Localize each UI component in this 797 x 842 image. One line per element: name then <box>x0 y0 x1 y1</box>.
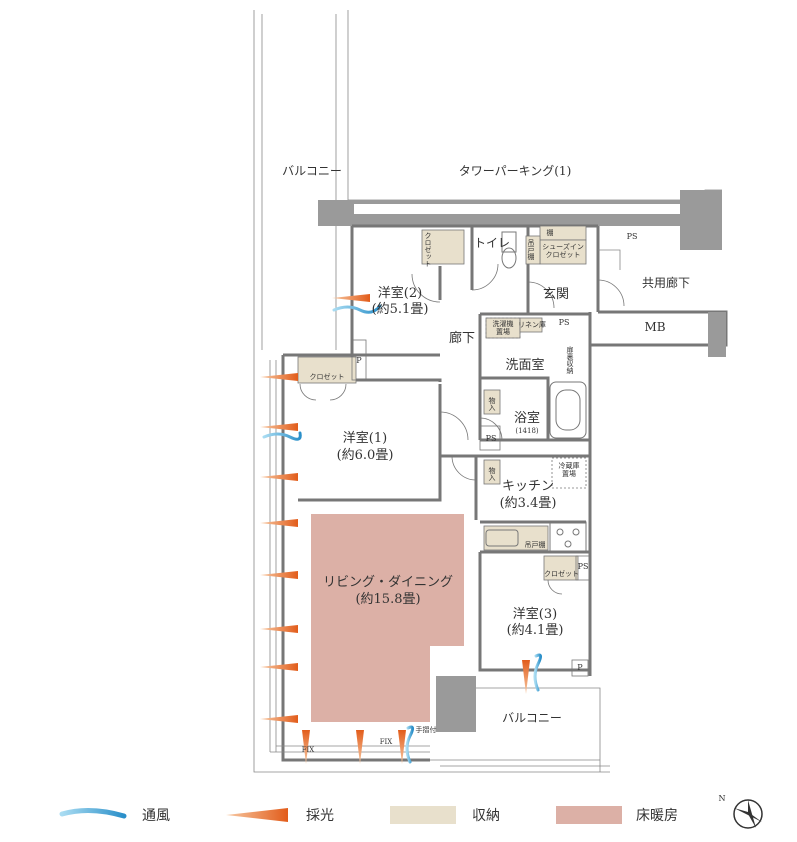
doors <box>299 263 625 595</box>
bath-label: 浴室 <box>513 411 540 426</box>
kitchen-sink <box>485 529 519 547</box>
legend-storage-label: 収納 <box>472 808 500 824</box>
ps3-label: PS <box>485 434 497 443</box>
legend-swatches <box>59 806 622 824</box>
storage2-label: 物入 <box>488 467 496 481</box>
fridge-space <box>551 457 587 489</box>
site-outline <box>253 10 610 773</box>
living-name: リビング・ダイニング <box>322 575 453 590</box>
legend-light-label: 採光 <box>306 808 334 824</box>
washer-label: 洗濯機 置場 <box>492 320 514 336</box>
balcony-south <box>430 676 610 772</box>
wash-storage-label: 扉裏収納 <box>566 346 574 374</box>
ps1-label: PS <box>626 232 638 241</box>
light-arrows <box>260 294 530 764</box>
shoes-closet-label: シューズイン クロゼット <box>542 243 584 259</box>
entrance-label: 玄関 <box>542 287 569 302</box>
tower-parking-label: タワーパーキング(1) <box>458 164 572 178</box>
compass-label: N <box>718 794 726 803</box>
p1-label: P <box>356 356 362 365</box>
closet-w2-label: クロゼット <box>424 232 432 267</box>
balcony-bottom-label: バルコニー <box>502 711 562 725</box>
mb-block <box>598 249 726 357</box>
legend-wind-label: 通風 <box>142 808 170 824</box>
p2-label: P <box>577 663 583 672</box>
fridge-label: 冷蔵庫 置場 <box>558 462 580 478</box>
balcony-top-label: バルコニー <box>282 164 342 178</box>
closet-w1-label: クロゼット <box>309 373 345 381</box>
toilet-fixture <box>501 231 517 269</box>
legend-floorheat-label: 床暖房 <box>636 808 678 824</box>
living-size: (約15.8畳) <box>355 592 421 607</box>
kitchen-size: (約3.4畳) <box>499 496 557 511</box>
legend-light: 採光 <box>292 800 334 830</box>
north-arrow-icon <box>733 799 763 829</box>
storage1-label: 物入 <box>488 397 496 411</box>
western3-name: 洋室(3) <box>512 607 558 622</box>
wind-arrows <box>262 304 543 764</box>
tower-parking-wall <box>318 189 722 250</box>
bath-size-label: (1418) <box>515 427 539 435</box>
mb-label: MB <box>644 320 666 334</box>
western3-size: (約4.1畳) <box>506 623 564 638</box>
floor-heating-area <box>311 514 464 722</box>
bathtub <box>549 381 587 439</box>
common-corridor-label: 共用廊下 <box>641 276 690 290</box>
toilet-shelf-label: 吊戸棚 <box>527 238 535 260</box>
ps2-label: PS <box>558 318 570 327</box>
legend-floorheat: 床暖房 <box>622 800 678 830</box>
stove <box>549 521 587 553</box>
fix-label-2: FIX <box>379 738 393 746</box>
closet-w3-label: クロゼット <box>544 570 579 578</box>
western1-name: 洋室(1) <box>342 431 388 446</box>
kitchen-name: キッチン <box>501 479 554 494</box>
cupboard-label: 吊戸棚 <box>524 541 546 549</box>
legend-storage: 収納 <box>458 800 500 830</box>
toilet-label: トイレ <box>474 236 511 250</box>
pipe-boxes <box>351 339 591 677</box>
washer-space <box>485 317 521 339</box>
ps4-label: PS <box>577 562 589 571</box>
hallway-label: 廊下 <box>448 331 475 346</box>
handrail-label: 手摺付 <box>415 726 437 734</box>
western2-size: (約5.1畳) <box>371 302 429 317</box>
washroom-label: 洗面室 <box>505 358 545 373</box>
fix-label: FIX <box>301 746 315 754</box>
western2-name: 洋室(2) <box>377 286 423 301</box>
storage-areas <box>297 225 587 581</box>
legend-wind: 通風 <box>128 800 170 830</box>
linen-label: リネン庫 <box>518 321 546 329</box>
western1-size: (約6.0畳) <box>336 448 394 463</box>
shelf-label: 棚 <box>546 229 554 237</box>
